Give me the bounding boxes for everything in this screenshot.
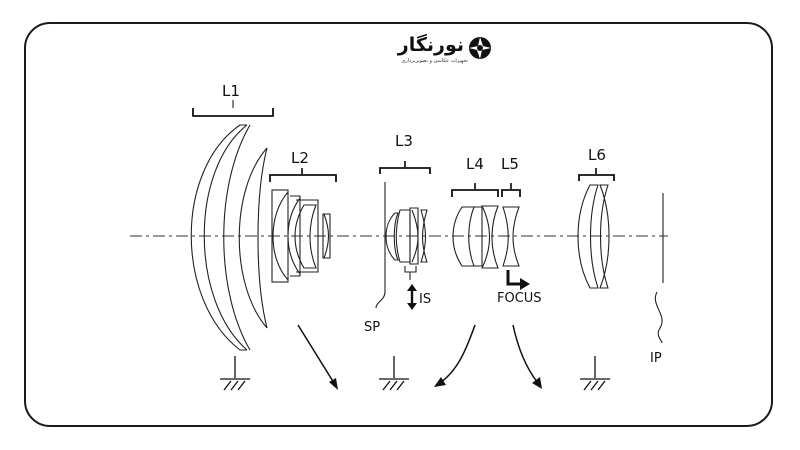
label-is: IS [419,292,431,307]
label-sp: SP [364,320,380,335]
label-l6: L6 [588,146,606,164]
movement-arrow-l2 [297,324,338,390]
label-focus: FOCUS [497,291,542,306]
focus-arrow-icon [506,270,530,290]
movement-arrow-l4 [434,324,476,387]
image-plane [654,193,664,344]
lens-group-l6 [577,168,615,289]
is-double-arrow-icon [407,284,417,310]
logo-title: نورنگار [397,34,464,56]
lens-group-l4 [451,183,499,269]
logo-subtitle: تجهیزات عکاسی و تصویربرداری [401,58,468,64]
label-l4: L4 [466,155,484,173]
movement-arrow-l5 [512,324,542,389]
label-l5: L5 [501,155,519,173]
diagram-frame [24,22,773,427]
aperture-icon [469,37,491,59]
lens-group-l2 [269,168,337,283]
label-l1: L1 [222,82,240,100]
label-ip: IP [650,351,662,366]
brand-logo: نورنگار تجهیزات عکاسی و تصویربرداری [368,30,498,74]
ground-symbol-l3 [379,356,409,391]
lens-group-l3 [379,161,431,280]
lens-group-l5 [501,183,521,267]
ground-symbol-l6 [580,356,610,391]
aperture-stop [375,182,386,309]
lens-group-l1 [190,100,274,351]
label-l3: L3 [395,132,413,150]
ground-symbol-l1 [220,356,250,391]
label-l2: L2 [291,149,309,167]
